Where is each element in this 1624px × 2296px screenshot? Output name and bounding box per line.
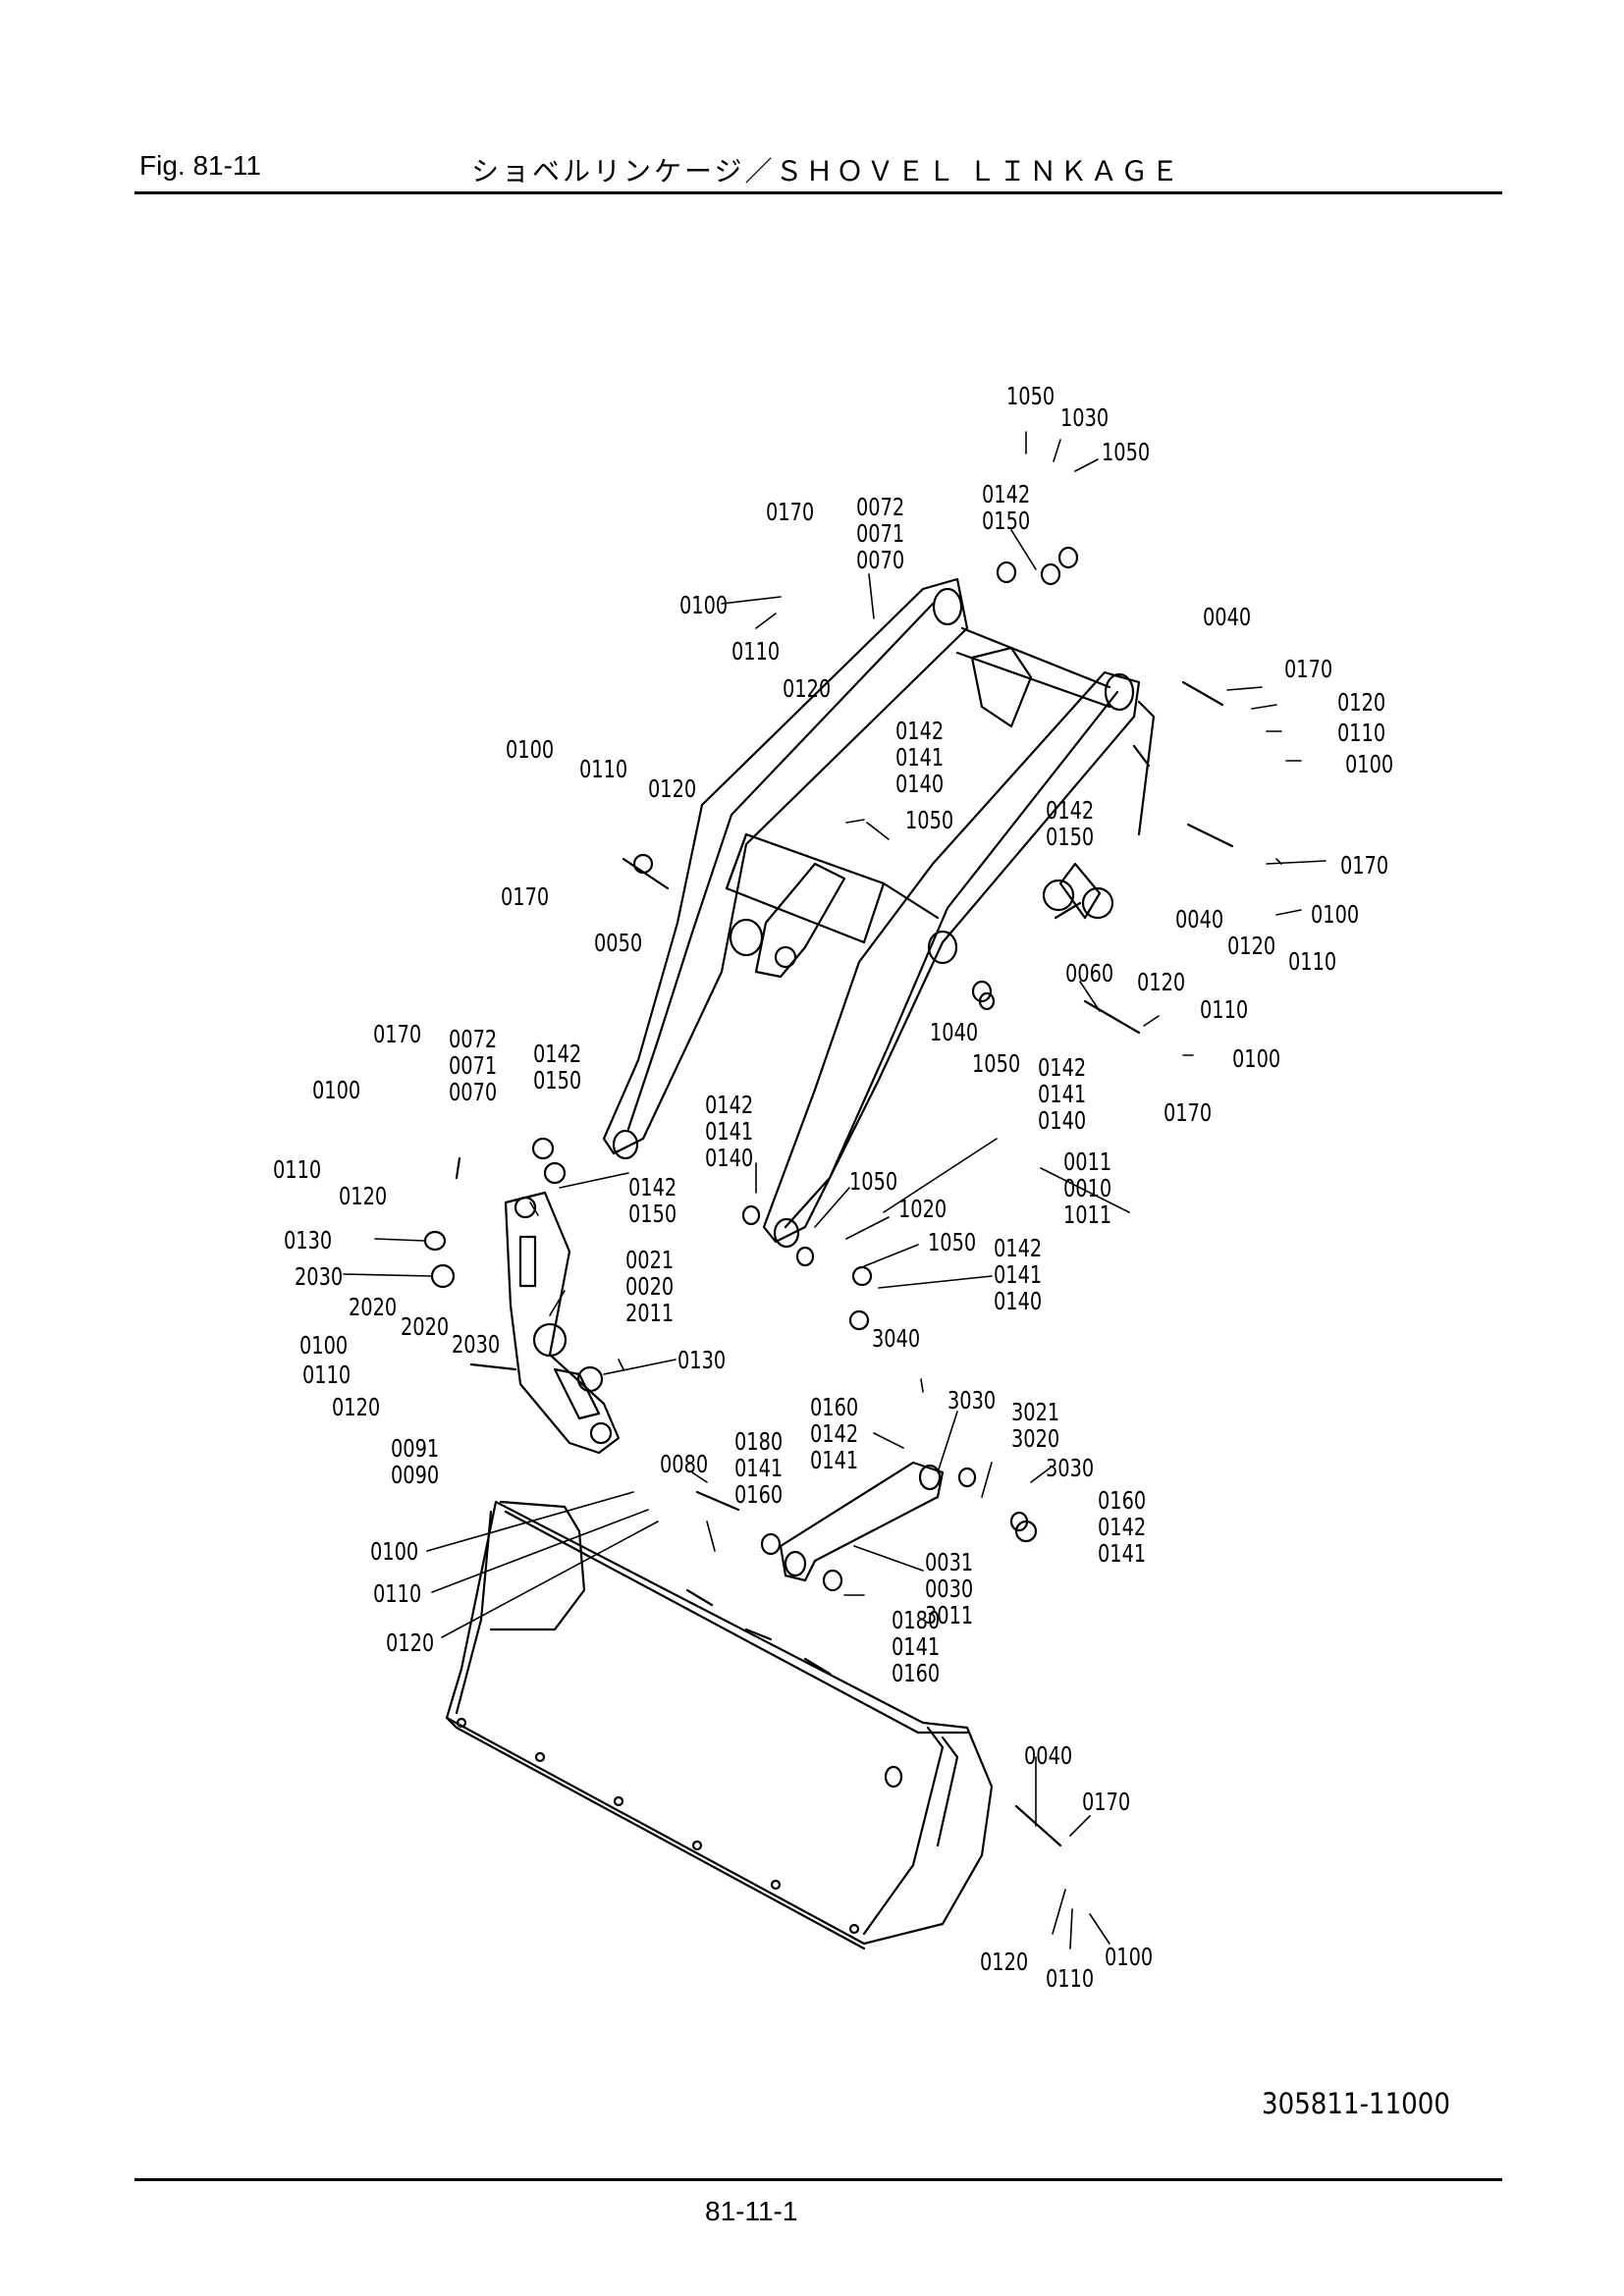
callout: 0120 (980, 1948, 1029, 1976)
pins-and-hardware (423, 546, 1234, 1847)
callout: 0170 (501, 882, 550, 911)
callout: 0100 (1105, 1943, 1154, 1971)
callout: 0170 (1284, 655, 1333, 683)
callout: 0170 (1340, 851, 1389, 880)
callout: 0120 (1227, 932, 1276, 960)
callout: 0100 (1311, 900, 1360, 929)
callout: 0110 (273, 1155, 322, 1184)
callout: 0120 (648, 774, 697, 803)
callout: 3030 (1046, 1454, 1095, 1482)
callout: 3040 (872, 1324, 921, 1353)
callout: 2020 (401, 1312, 450, 1341)
callout: 0100 (679, 591, 729, 619)
page-number: 81-11-1 (705, 2196, 798, 2226)
callout: 2030 (452, 1330, 501, 1359)
callout: 0110 (1200, 995, 1249, 1024)
callout: 0100 (370, 1537, 419, 1566)
callout: 1050 (972, 1049, 1021, 1078)
callout: 0120 (1337, 688, 1386, 717)
callout: 0120 (332, 1393, 381, 1421)
callout: 0100 (506, 735, 555, 764)
callout: 0100 (1232, 1044, 1281, 1073)
callout: 0170 (373, 1020, 422, 1048)
callout: 0060 (1065, 959, 1114, 988)
callout: 1050 (1102, 438, 1151, 466)
callout: 0050 (594, 929, 643, 957)
callout: 0120 (386, 1629, 435, 1657)
bell-crank (504, 1191, 621, 1455)
callout: 1020 (898, 1195, 947, 1223)
callout: 1050 (928, 1228, 977, 1256)
callout: 0110 (1288, 947, 1337, 976)
callout: 0130 (284, 1226, 333, 1255)
callout: 0170 (766, 498, 815, 526)
footer-rule (135, 2178, 1502, 2181)
bucket (445, 1500, 994, 1950)
callout: 0110 (302, 1361, 352, 1389)
lift-arm (602, 577, 1156, 1249)
callout: 1050 (1006, 382, 1056, 410)
callout: 0110 (1046, 1964, 1095, 1993)
callout: 0170 (1164, 1098, 1213, 1127)
leader-lines (343, 431, 1326, 1949)
callout: 0100 (1345, 750, 1394, 778)
callout: 0110 (731, 637, 781, 666)
callout: 0120 (783, 674, 832, 703)
link-rod (779, 1461, 945, 1582)
figure-title: ショベルリンケージ／ＳＨＯＶＥＬ ＬＩＮＫＡＧＥ (471, 156, 1182, 187)
callout: 0100 (299, 1331, 349, 1360)
callout: 1050 (849, 1167, 898, 1196)
header-rule (135, 191, 1502, 194)
callout: 1040 (930, 1018, 979, 1046)
callout: 0120 (339, 1182, 388, 1210)
callout: 3030 (947, 1386, 997, 1415)
drawing-number: 305811-11000 (1262, 2087, 1450, 2120)
callout: 0110 (373, 1579, 422, 1608)
callout: 0110 (1337, 719, 1386, 747)
callout: 1030 (1060, 403, 1110, 432)
callout: 0110 (579, 755, 628, 783)
callout: 2030 (295, 1262, 344, 1291)
callout: 0130 (677, 1346, 727, 1374)
callout: 0100 (312, 1076, 361, 1104)
callout: 0080 (660, 1450, 709, 1478)
callout: 0040 (1203, 603, 1252, 631)
callout: 0170 (1082, 1788, 1131, 1816)
callout: 1050 (905, 806, 954, 834)
callout: 0120 (1137, 968, 1186, 996)
callout: 0040 (1175, 905, 1224, 934)
callout: 0040 (1024, 1741, 1073, 1770)
callout: 2020 (349, 1293, 398, 1321)
figure-number: Fig. 81-11 (139, 150, 261, 181)
